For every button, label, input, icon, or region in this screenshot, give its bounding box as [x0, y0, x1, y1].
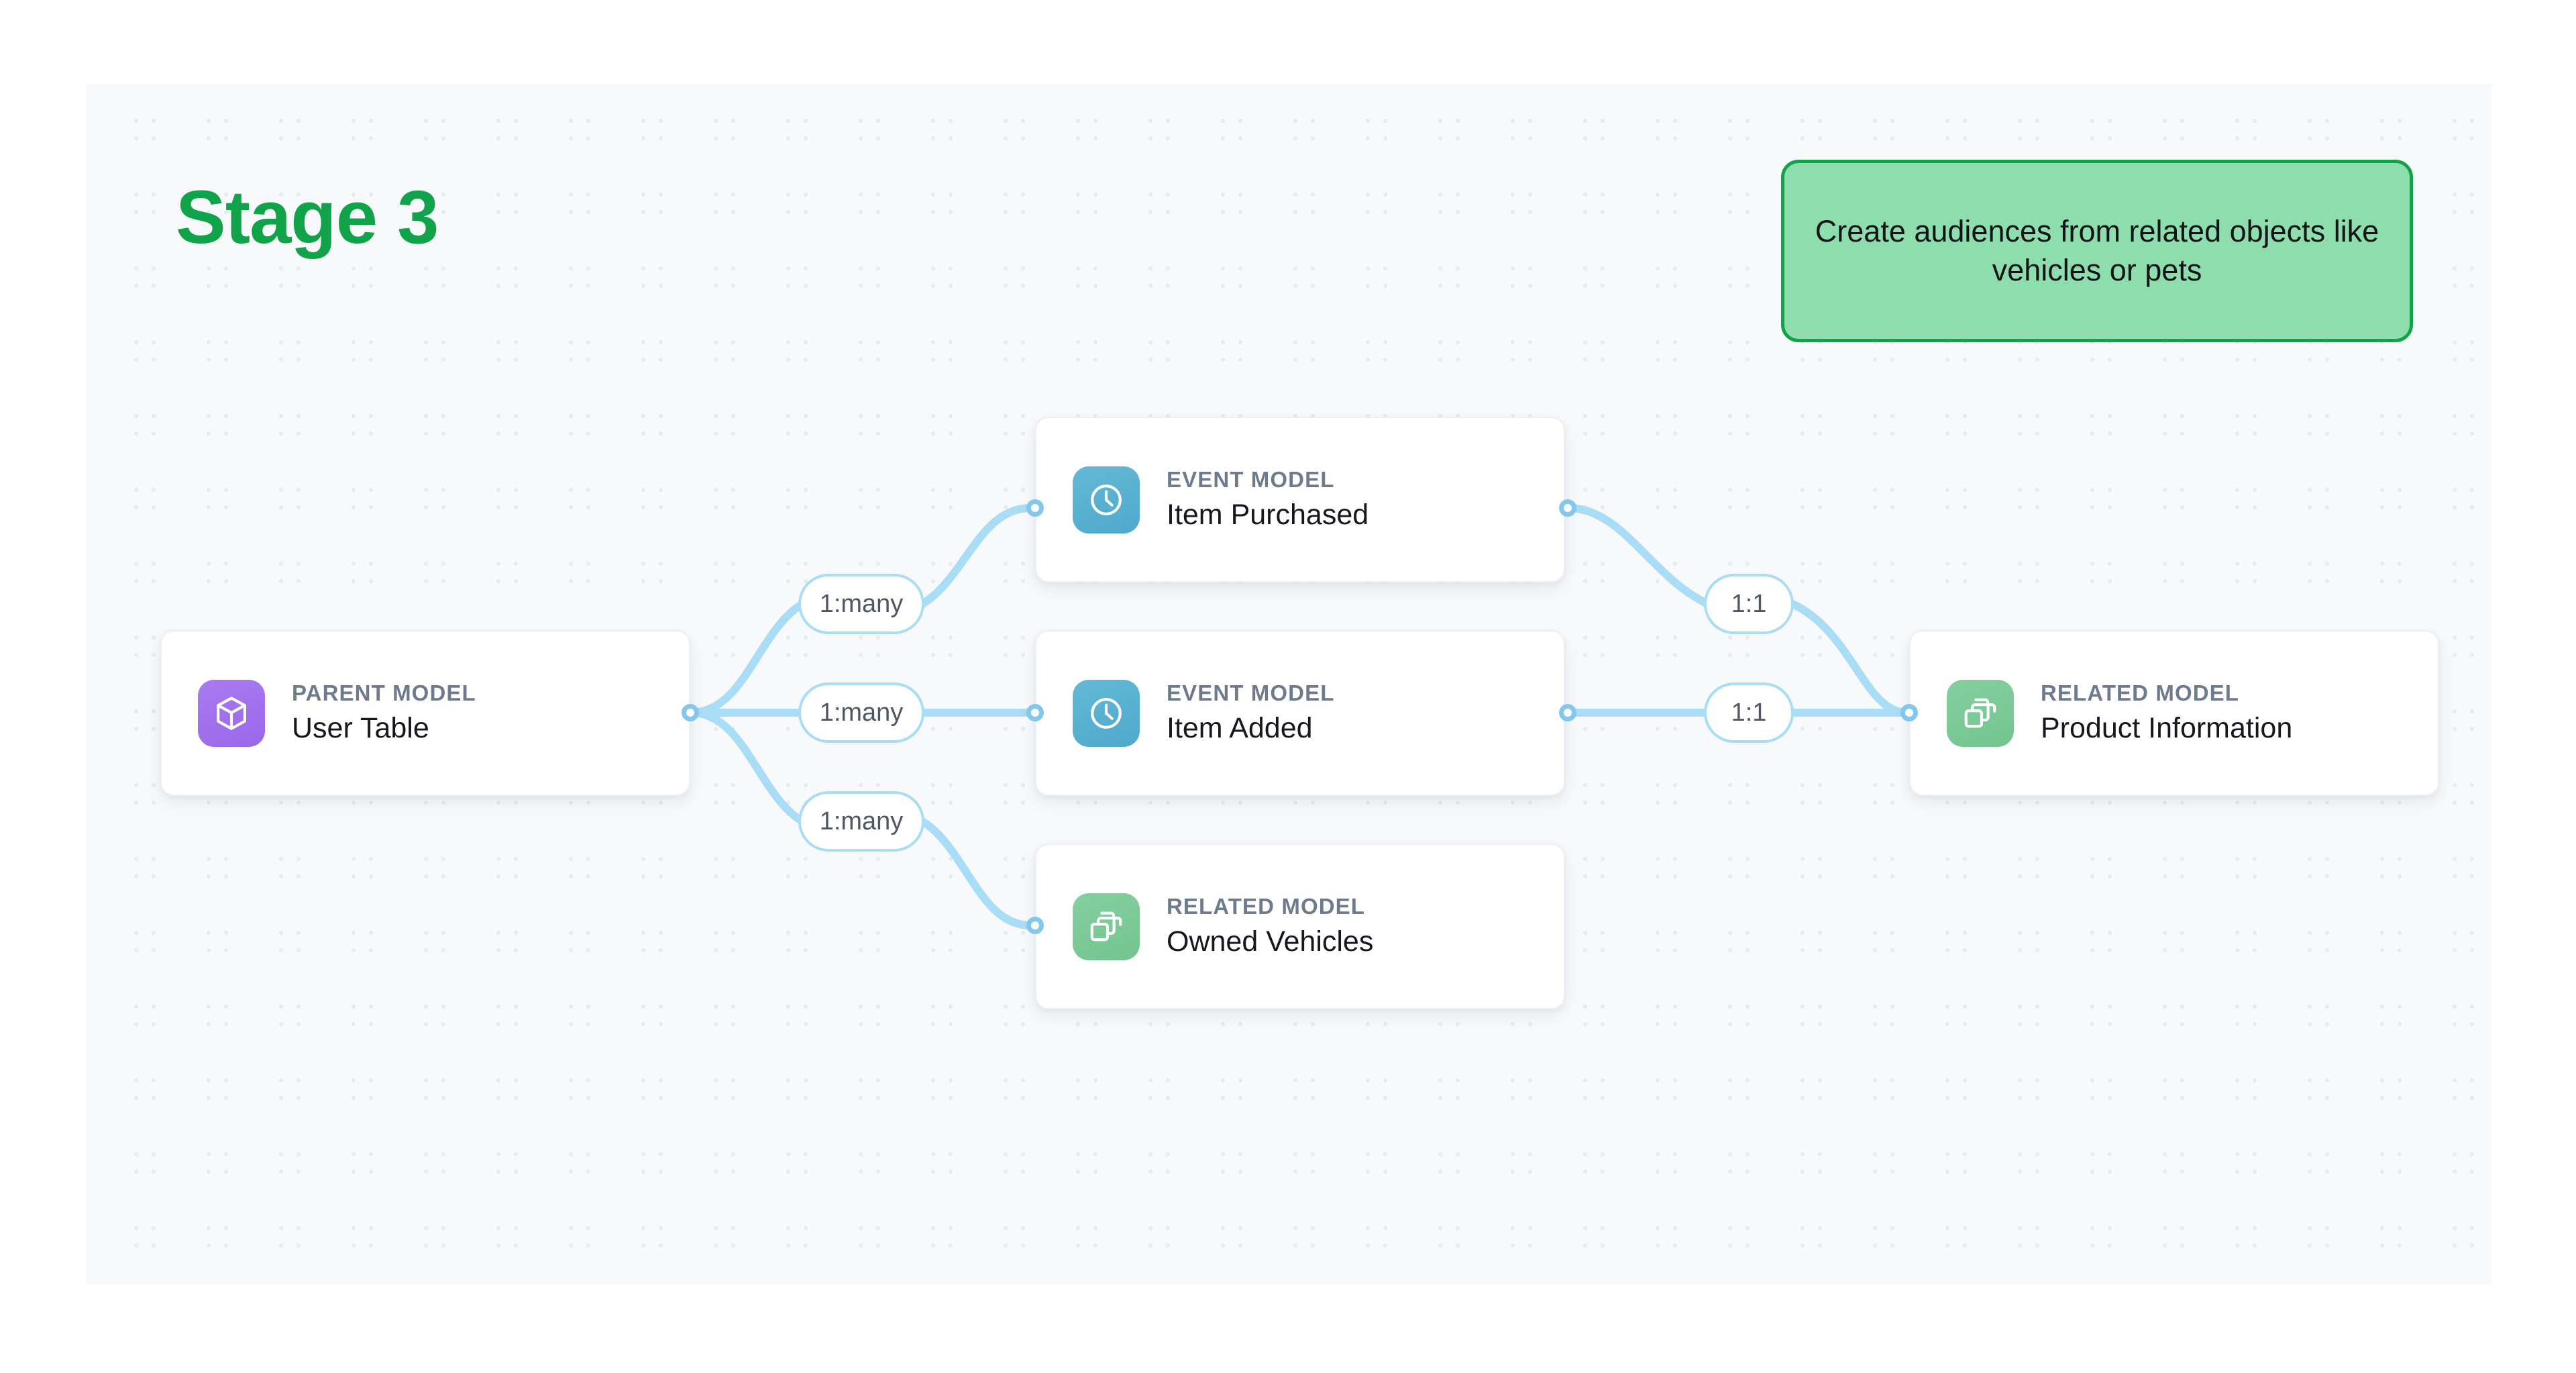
edge-label-text: 1:1 — [1731, 698, 1767, 727]
card-title: Product Information — [2041, 712, 2293, 745]
card-kicker: RELATED MODEL — [1167, 894, 1366, 919]
port-purchased-output[interactable] — [1559, 499, 1576, 517]
page-title: Stage 3 — [176, 175, 439, 259]
card-text-block: EVENT MODEL Item Added — [1167, 680, 1334, 745]
card-text-block: PARENT MODEL User Table — [292, 680, 476, 745]
card-title: User Table — [292, 712, 429, 745]
edge-label-added-to-product[interactable]: 1:1 — [1704, 682, 1794, 743]
card-title: Item Purchased — [1167, 499, 1369, 531]
card-text-block: RELATED MODEL Product Information — [2041, 680, 2292, 745]
node-card-related-owned-vehicles[interactable]: RELATED MODEL Owned Vehicles — [1035, 844, 1565, 1009]
port-purchased-input[interactable] — [1026, 499, 1044, 517]
callout-text: Create audiences from related objects li… — [1815, 214, 2379, 287]
edge-label-text: 1:1 — [1731, 589, 1767, 618]
node-card-parent-model[interactable]: PARENT MODEL User Table — [160, 630, 690, 796]
edge-label-text: 1:many — [819, 589, 904, 618]
stacked-layers-icon — [1073, 893, 1140, 960]
card-kicker: RELATED MODEL — [2041, 680, 2240, 706]
port-product-input[interactable] — [1900, 704, 1918, 721]
card-kicker: EVENT MODEL — [1167, 467, 1335, 493]
card-kicker: EVENT MODEL — [1167, 680, 1335, 706]
cube-icon — [198, 679, 265, 747]
port-added-input[interactable] — [1026, 704, 1044, 721]
card-kicker: PARENT MODEL — [292, 680, 476, 706]
edge-parent-to-vehicles — [688, 709, 1034, 929]
node-card-event-item-added[interactable]: EVENT MODEL Item Added — [1035, 630, 1565, 796]
edge-parent-to-purchased — [688, 504, 1034, 717]
edge-label-parent-to-purchased[interactable]: 1:many — [798, 574, 924, 634]
port-parent-output[interactable] — [682, 704, 699, 721]
card-text-block: RELATED MODEL Owned Vehicles — [1167, 894, 1373, 958]
edge-label-text: 1:many — [819, 698, 904, 727]
edge-label-text: 1:many — [819, 807, 904, 835]
clock-icon — [1073, 679, 1140, 747]
node-card-related-product-information[interactable]: RELATED MODEL Product Information — [1909, 630, 2439, 796]
edge-label-parent-to-added[interactable]: 1:many — [798, 682, 924, 743]
card-title: Owned Vehicles — [1167, 925, 1374, 958]
edge-label-parent-to-vehicles[interactable]: 1:many — [798, 791, 924, 852]
callout-banner: Create audiences from related objects li… — [1781, 160, 2413, 342]
port-added-output[interactable] — [1559, 704, 1576, 721]
node-card-event-item-purchased[interactable]: EVENT MODEL Item Purchased — [1035, 417, 1565, 582]
stacked-layers-icon — [1947, 679, 2014, 747]
port-vehicles-input[interactable] — [1026, 917, 1044, 934]
card-text-block: EVENT MODEL Item Purchased — [1167, 467, 1368, 531]
edge-label-purchased-to-product[interactable]: 1:1 — [1704, 574, 1794, 634]
card-title: Item Added — [1167, 712, 1313, 745]
clock-icon — [1073, 466, 1140, 533]
